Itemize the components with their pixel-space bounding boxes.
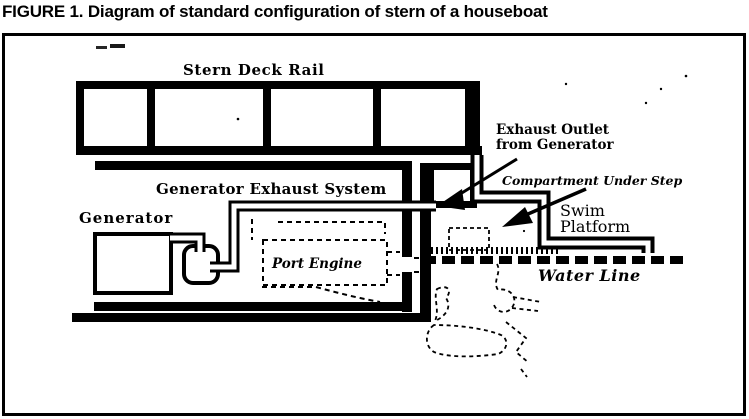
scan-smudge (110, 44, 125, 48)
scan-smudge (96, 46, 107, 49)
engine-compartment-floor (94, 302, 412, 311)
water-line-dashed (423, 256, 689, 264)
port-engine-dashed-outline (251, 219, 424, 303)
label-generator-exhaust-system: Generator Exhaust System (156, 180, 387, 198)
rail-post (76, 81, 84, 155)
generator-exhaust-pipe (170, 200, 436, 285)
rail-post (147, 89, 155, 147)
figure-caption: FIGURE 1. Diagram of standard configurat… (2, 2, 548, 21)
label-water-line: Water Line (538, 266, 641, 285)
step-swim-platform-outline (470, 155, 655, 253)
label-stern-deck-rail: Stern Deck Rail (183, 61, 325, 79)
transom-wall (420, 163, 431, 322)
label-swim-line1: Swim (560, 201, 605, 220)
water-line-fine-ticks (431, 247, 558, 254)
underwater-gear-dashed (425, 263, 542, 378)
label-port-engine: Port Engine (272, 256, 362, 272)
generator-box (93, 232, 173, 295)
label-exhaust-outlet-line1: Exhaust Outlet (496, 122, 610, 138)
stern-deck-rail-top (76, 81, 480, 89)
compartment-arrow (502, 187, 587, 227)
scan-speckles (236, 74, 688, 233)
label-exhaust-outlet-line2: from Generator (496, 137, 614, 153)
label-swim-line2: Platform (560, 216, 631, 236)
label-compartment-under-step: Compartment Under Step (502, 173, 683, 188)
rail-post (373, 89, 381, 147)
rail-post (263, 89, 271, 147)
rail-post (465, 89, 480, 147)
exhaust-outlet-arrow (437, 157, 518, 210)
label-swim-platform: Swim Platform (560, 203, 630, 234)
figure-border (2, 33, 746, 416)
label-exhaust-outlet: Exhaust Outlet from Generator (496, 123, 614, 153)
hull-bottom (72, 313, 431, 322)
shaft-notch (401, 257, 413, 272)
inner-stern-wall (402, 161, 412, 312)
stern-deck-rail-bottom (83, 146, 482, 155)
deck-line (95, 161, 412, 170)
label-generator: Generator (79, 209, 174, 227)
compartment-under-step-dashed (448, 227, 490, 251)
